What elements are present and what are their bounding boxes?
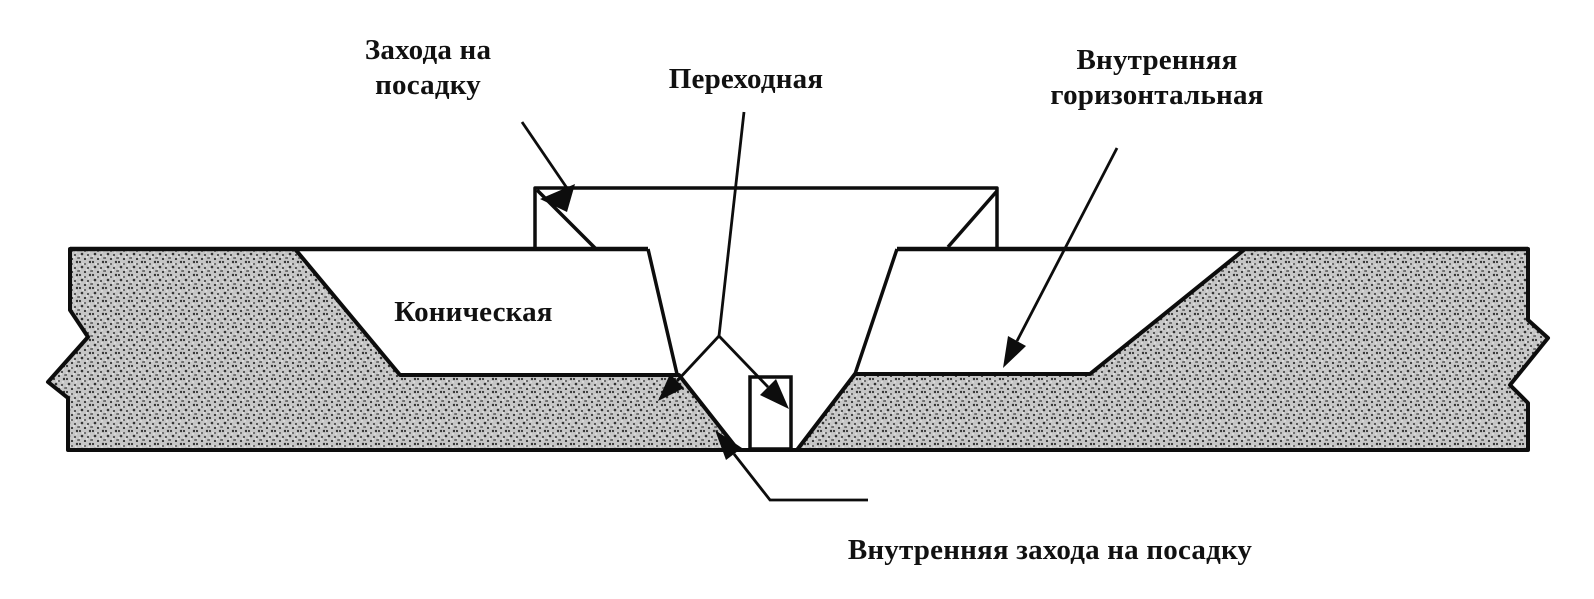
arrowhead-transition-left [658, 374, 684, 401]
label-perekhodnaya: Переходная [668, 63, 824, 95]
label-zakhoda-line1: Захода на [364, 34, 492, 66]
plate-cross-section [46, 247, 1550, 452]
label-zakhoda-na-posadku: Захода на посадку [343, 33, 513, 104]
arrowhead-vnutrennyaya-zakhoda [715, 430, 742, 460]
label-gorizontalnaya-line1: Внутренняя [1076, 44, 1238, 76]
leader-line-gorizontalnaya [1015, 147, 1119, 342]
label-gorizontalnaya-line2: горизонтальная [1050, 79, 1264, 112]
funnel-wall-right [853, 248, 899, 375]
label-vnutrennyaya-zakhoda-na-posadku: Внутренняя захода на посадку [847, 534, 1253, 566]
label-konicheskaya: Коническая [394, 296, 553, 328]
leader-line-vnutrennyaya-zakhoda [732, 453, 868, 502]
label-vnutrennyaya-gorizontalnaya: Внутренняя горизонтальная [1038, 43, 1276, 114]
leader-line-perekhodnaya [717, 111, 746, 337]
leader-branch-left [675, 335, 721, 382]
leader-line-zakhoda [520, 121, 573, 195]
leader-branch-right [717, 335, 770, 388]
arrowhead-transition-right [760, 379, 789, 409]
lead-in-chamfer-right [946, 189, 999, 249]
arrowhead-zakhoda [540, 184, 575, 212]
arrowhead-gorizontalnaya [1003, 336, 1026, 368]
funnel-wall-left [646, 248, 679, 375]
plug-head-outline [533, 186, 999, 250]
label-zakhoda-line2: посадку [375, 69, 481, 102]
